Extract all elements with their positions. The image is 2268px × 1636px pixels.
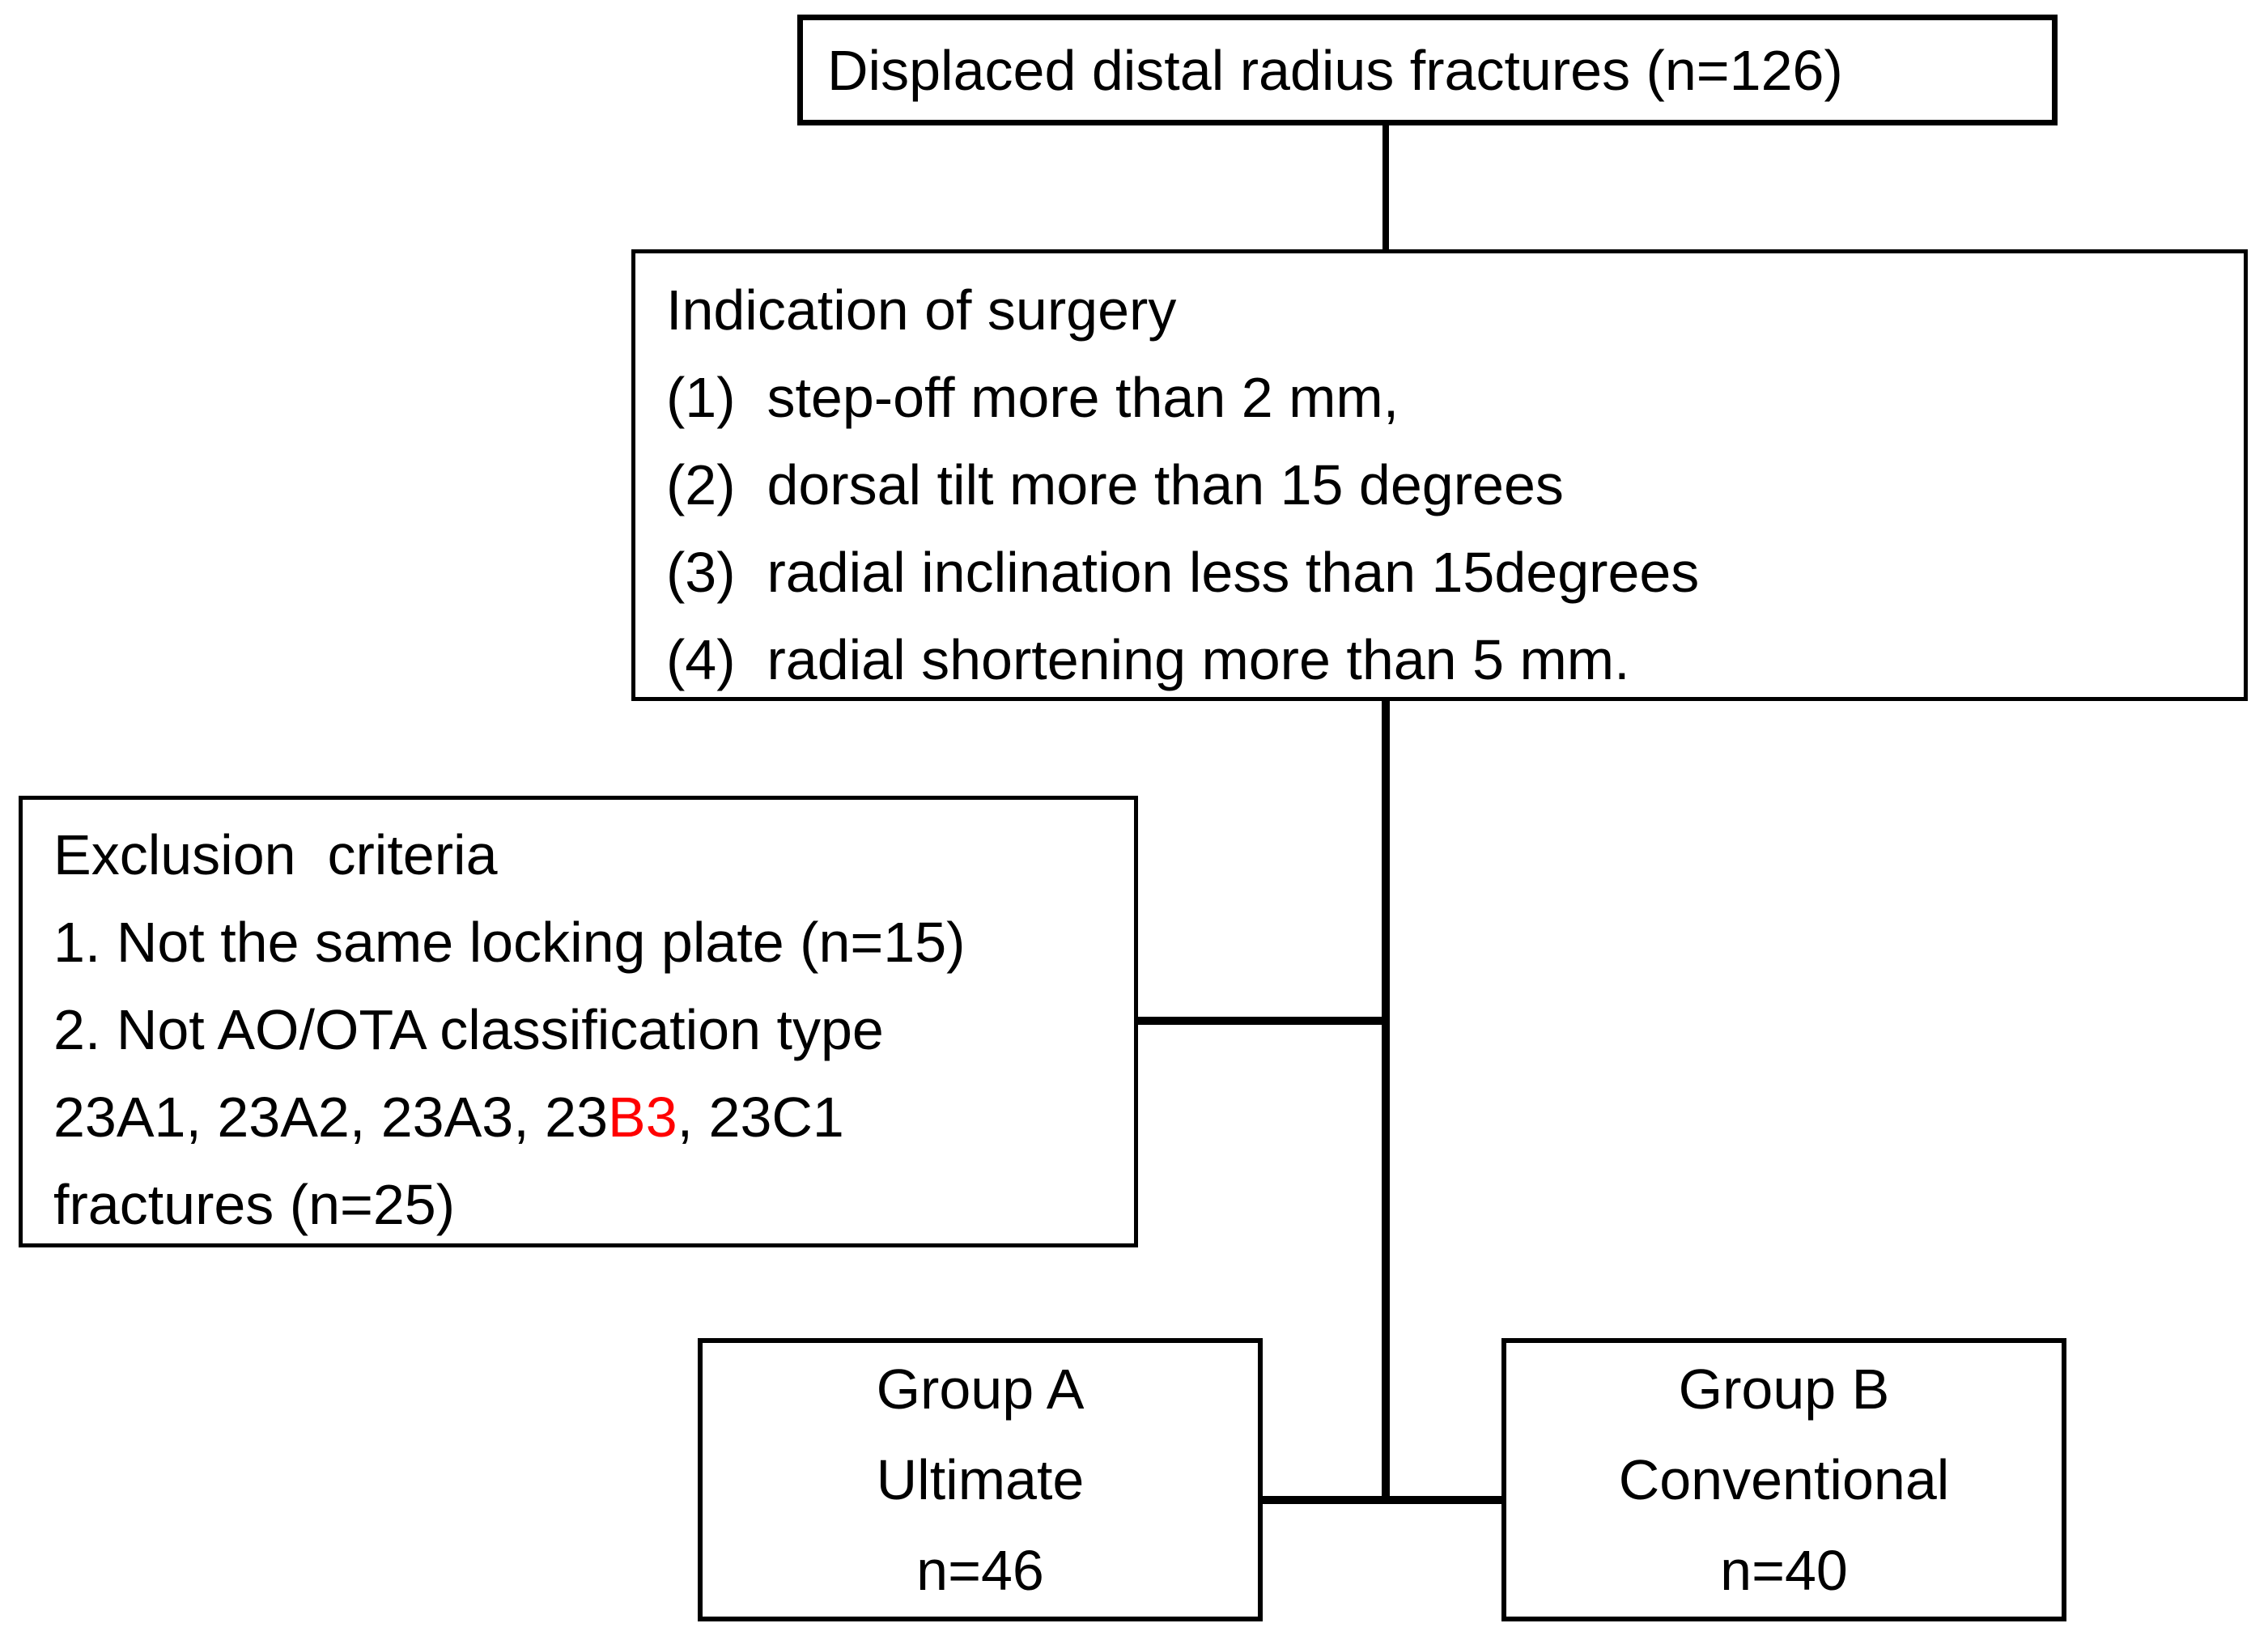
indication-item-4: (4) radial shortening more than 5 mm. xyxy=(666,628,1630,691)
connector-exclusion-horizontal xyxy=(1135,1017,1386,1025)
connector-main-vertical xyxy=(1382,698,1390,1504)
exclusion-item-2-line-1: 2. Not AO/OTA classification type xyxy=(53,998,884,1061)
connector-enrollment-to-indication xyxy=(1382,125,1389,249)
group-a-title: Group A xyxy=(876,1358,1085,1421)
group-a-box: Group A Ultimate n=46 xyxy=(698,1338,1263,1621)
indication-title: Indication of surgery xyxy=(666,278,1177,342)
indication-item-2: (2) dorsal tilt more than 15 degrees xyxy=(666,453,1564,516)
indication-box: Indication of surgery (1) step-off more … xyxy=(631,249,2248,701)
exclusion-item-1: 1. Not the same locking plate (n=15) xyxy=(53,911,966,974)
indication-item-3: (3) radial inclination less than 15degre… xyxy=(666,541,1700,604)
indication-item-1: (1) step-off more than 2 mm, xyxy=(666,366,1399,429)
exclusion-title: Exclusion criteria xyxy=(53,823,498,886)
enrollment-text: Displaced distal radius fractures (n=126… xyxy=(827,38,1843,102)
group-a-treatment: Ultimate xyxy=(876,1448,1085,1511)
enrollment-box: Displaced distal radius fractures (n=126… xyxy=(797,15,2058,125)
exclusion-box: Exclusion criteria 1. Not the same locki… xyxy=(19,796,1138,1247)
group-a-count: n=46 xyxy=(916,1539,1044,1602)
exclusion-item-2-line-3: fractures (n=25) xyxy=(53,1173,456,1236)
group-b-count: n=40 xyxy=(1720,1539,1848,1602)
group-b-title: Group B xyxy=(1678,1358,1890,1421)
connector-groups-horizontal xyxy=(1261,1496,1504,1504)
group-b-treatment: Conventional xyxy=(1618,1448,1950,1511)
group-b-box: Group B Conventional n=40 xyxy=(1501,1338,2066,1621)
exclusion-item-2-line-2: 23A1, 23A2, 23A3, 23B3, 23C1 xyxy=(53,1086,844,1149)
